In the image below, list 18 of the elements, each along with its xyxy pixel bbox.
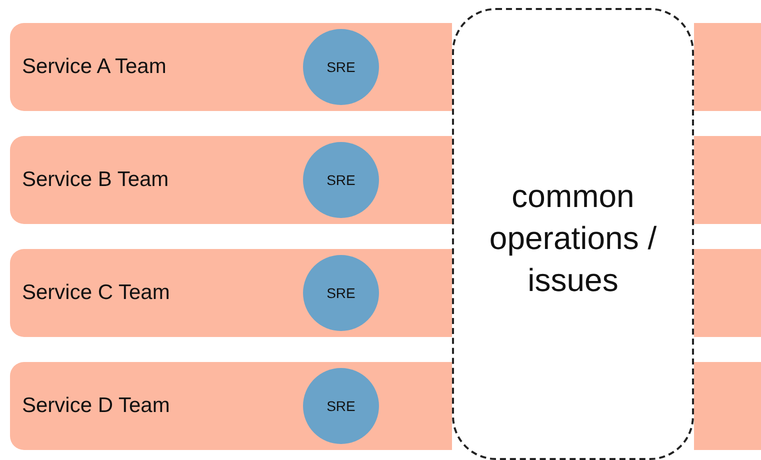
team-band — [10, 249, 452, 337]
shared-label: common operations / issues — [488, 177, 658, 300]
shared-area — [452, 8, 694, 460]
band-segment — [694, 249, 761, 337]
role-circle: SRE — [303, 368, 379, 444]
band-segment — [694, 362, 761, 450]
band-segment — [694, 136, 761, 224]
role-circle: SRE — [303, 29, 379, 105]
team-label: Service B Team — [22, 167, 169, 193]
team-label: Service D Team — [22, 393, 170, 419]
team-label: Service C Team — [22, 280, 170, 306]
team-label: Service A Team — [22, 54, 166, 80]
team-band — [10, 136, 452, 224]
role-circle: SRE — [303, 255, 379, 331]
team-band — [10, 23, 452, 111]
role-circle: SRE — [303, 142, 379, 218]
band-segment — [694, 23, 761, 111]
team-band — [10, 362, 452, 450]
